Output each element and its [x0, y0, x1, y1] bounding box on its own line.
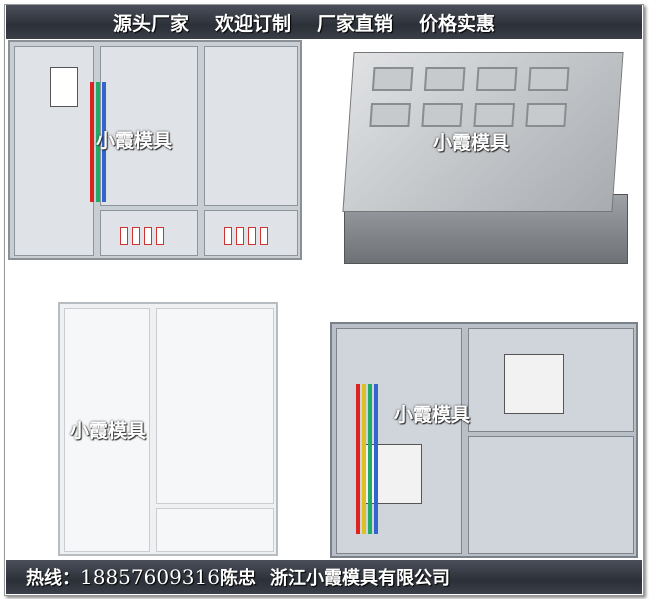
photo-meter-box-wired: 小霞模具	[8, 40, 302, 260]
photo-injection-mold: 小霞模具	[338, 44, 636, 270]
hotline-label: 热线：	[26, 568, 80, 589]
watermark: 小霞模具	[96, 130, 173, 152]
watermark: 小霞模具	[394, 404, 471, 426]
contact-name: 陈忠	[219, 568, 256, 589]
watermark: 小霞模具	[70, 420, 147, 442]
photo-meter-box-empty: 小霞模具	[58, 302, 278, 556]
company-name: 浙江小霞模具有限公司	[269, 568, 450, 589]
slogan-2: 欢迎订制	[214, 12, 291, 35]
top-banner: 源头厂家 欢迎订制 厂家直销 价格实惠	[6, 5, 642, 39]
bottom-banner: 热线： 18857609316 陈忠 浙江小霞模具有限公司	[6, 560, 642, 594]
watermark: 小霞模具	[433, 132, 510, 154]
slogan-3: 厂家直销	[317, 12, 394, 35]
slogan-4: 价格实惠	[419, 12, 496, 35]
slogan-1: 源头厂家	[112, 12, 189, 35]
photo-meter-box-breakers: 小霞模具	[330, 322, 638, 558]
phone-number: 18857609316	[80, 565, 220, 589]
